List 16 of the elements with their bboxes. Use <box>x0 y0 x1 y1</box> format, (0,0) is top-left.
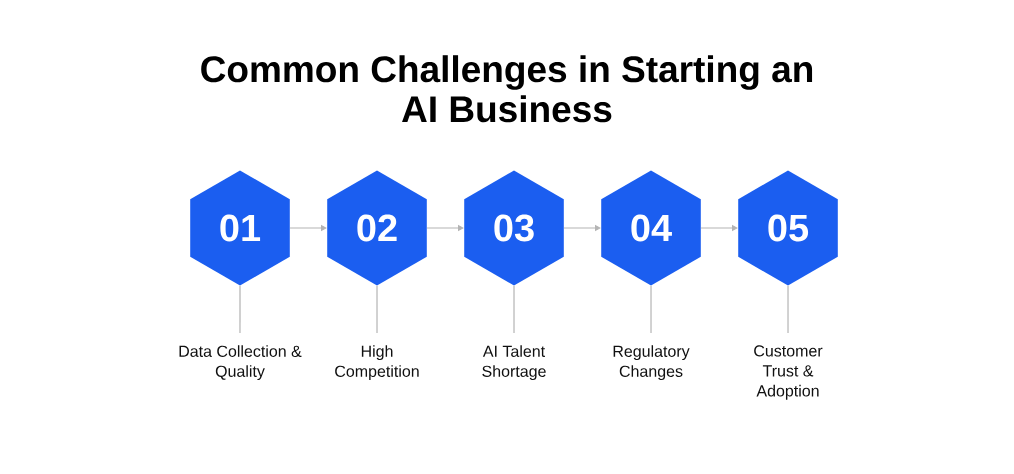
leader-line <box>239 285 241 334</box>
number-hexagon: 05 <box>738 170 838 286</box>
step-label: AI Talent Shortage <box>482 345 546 381</box>
number-hexagon: 03 <box>464 170 564 286</box>
number-hexagon: 01 <box>190 170 290 286</box>
number-hexagon: 04 <box>601 170 701 286</box>
leader-line <box>513 285 515 334</box>
step-label: High Competition <box>335 345 419 381</box>
leader-line <box>376 285 378 334</box>
step-label: Regulatory Changes <box>613 345 690 381</box>
number-hexagon: 02 <box>327 170 427 286</box>
title: Common Challenges in Starting an AI Business <box>201 55 813 123</box>
leader-line <box>650 285 652 334</box>
leader-line <box>787 285 789 334</box>
step-label: Data Collection & Quality <box>179 345 302 381</box>
step-label: Customer Trust & Adoption <box>754 345 823 400</box>
